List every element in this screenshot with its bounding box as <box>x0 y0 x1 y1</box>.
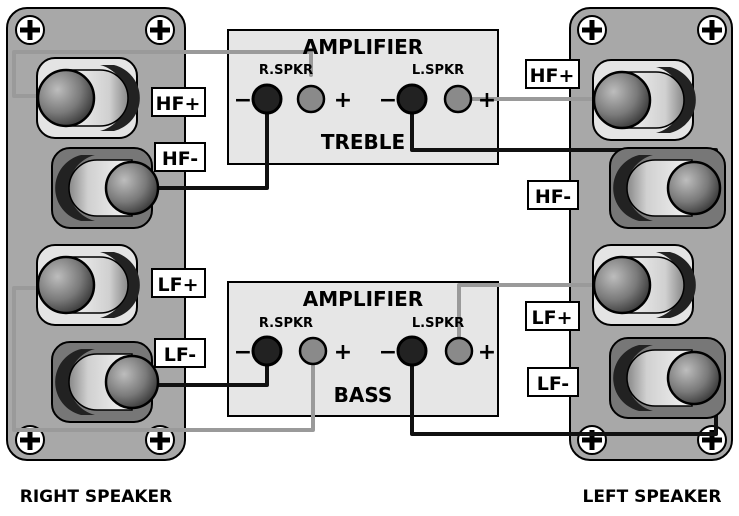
bass-r-minus-sign: − <box>234 340 252 365</box>
bass-r-plus-jack <box>298 336 328 366</box>
screw-icon <box>145 15 175 45</box>
bass-amp-subtitle: BASS <box>334 383 393 407</box>
bass-r-minus-jack <box>251 335 283 367</box>
treble-l-spkr-label: L.SPKR <box>412 63 464 78</box>
label-left-lf-minus: LF- <box>527 367 579 397</box>
right-lf-plus-post <box>36 244 140 326</box>
right-lf-minus-post <box>51 341 160 423</box>
svg-text:HF+: HF+ <box>530 65 575 87</box>
treble-l-minus-sign: − <box>379 88 397 113</box>
bass-l-spkr-label: L.SPKR <box>412 316 464 331</box>
treble-amp-title: AMPLIFIER <box>303 35 423 59</box>
left-lf-plus-post <box>592 244 696 326</box>
label-left-lf-plus: LF+ <box>525 301 580 331</box>
svg-text:HF-: HF- <box>162 148 198 170</box>
left-speaker-caption: LEFT SPEAKER <box>583 487 722 507</box>
screw-icon <box>697 15 727 45</box>
right-hf-plus-post <box>36 57 140 139</box>
screw-icon <box>697 425 727 455</box>
treble-amp-subtitle: TREBLE <box>321 130 405 154</box>
screw-icon <box>577 15 607 45</box>
svg-text:HF-: HF- <box>535 186 571 208</box>
wire-treble-r-minus <box>132 98 269 190</box>
bass-l-plus-sign: + <box>478 340 496 365</box>
svg-text:LF+: LF+ <box>157 274 198 296</box>
bass-l-plus-jack <box>444 336 474 366</box>
treble-l-minus-jack <box>396 83 428 115</box>
svg-text:HF+: HF+ <box>156 93 201 115</box>
label-right-hf-plus: HF+ <box>151 87 206 117</box>
right-speaker-caption: RIGHT SPEAKER <box>20 487 172 507</box>
screw-icon <box>15 425 45 455</box>
screw-icon <box>145 425 175 455</box>
bass-l-minus-sign: − <box>379 340 397 365</box>
wire-treble-r-plus <box>12 50 313 98</box>
left-lf-minus-post <box>609 337 726 419</box>
label-right-lf-plus: LF+ <box>151 268 206 298</box>
label-right-lf-minus: LF- <box>154 338 206 368</box>
left-hf-minus-post <box>609 147 726 229</box>
label-left-hf-minus: HF- <box>527 180 579 210</box>
screw-icon <box>15 15 45 45</box>
label-right-hf-minus: HF- <box>154 142 206 172</box>
treble-r-plus-jack <box>296 84 326 114</box>
treble-r-plus-sign: + <box>334 88 352 113</box>
bass-amp-title: AMPLIFIER <box>303 287 423 311</box>
label-left-hf-plus: HF+ <box>525 59 580 89</box>
treble-r-minus-jack <box>251 83 283 115</box>
screw-icon <box>577 425 607 455</box>
bass-l-minus-jack <box>396 335 428 367</box>
treble-r-minus-sign: − <box>234 88 252 113</box>
right-hf-minus-post <box>51 147 160 229</box>
left-hf-plus-post <box>592 59 696 141</box>
treble-l-plus-jack <box>443 84 473 114</box>
svg-text:LF-: LF- <box>537 373 569 395</box>
svg-text:LF+: LF+ <box>531 307 572 329</box>
treble-r-spkr-label: R.SPKR <box>259 63 313 78</box>
bass-r-plus-sign: + <box>334 340 352 365</box>
treble-l-plus-sign: + <box>478 88 496 113</box>
svg-text:LF-: LF- <box>164 344 196 366</box>
bass-r-spkr-label: R.SPKR <box>259 316 313 331</box>
